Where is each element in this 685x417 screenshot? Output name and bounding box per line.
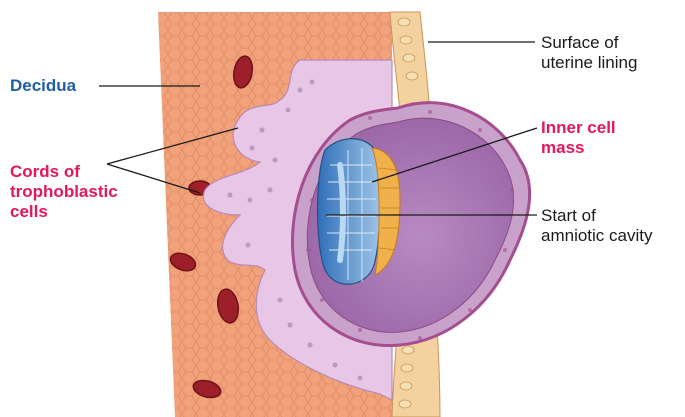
- label-cords-line-3: cells: [10, 202, 118, 222]
- label-surface-line-2: uterine lining: [541, 53, 637, 73]
- label-decidua: Decidua: [10, 76, 76, 96]
- inner-cell-mass: [318, 139, 380, 285]
- label-inner-cell-mass: Inner cell mass: [541, 118, 616, 158]
- label-surface-line-1: Surface of: [541, 33, 637, 53]
- label-icm-line-1: Inner cell: [541, 118, 616, 138]
- label-amniotic-line-2: amniotic cavity: [541, 226, 652, 246]
- label-surface-of-uterine-lining: Surface of uterine lining: [541, 33, 637, 73]
- label-start-of-amniotic-cavity: Start of amniotic cavity: [541, 206, 652, 246]
- label-cords-line-1: Cords of: [10, 162, 118, 182]
- amniotic-cavity: [340, 165, 343, 260]
- label-icm-line-2: mass: [541, 138, 616, 158]
- label-cords-of-trophoblastic-cells: Cords of trophoblastic cells: [10, 162, 118, 222]
- label-cords-line-2: trophoblastic: [10, 182, 118, 202]
- label-amniotic-line-1: Start of: [541, 206, 652, 226]
